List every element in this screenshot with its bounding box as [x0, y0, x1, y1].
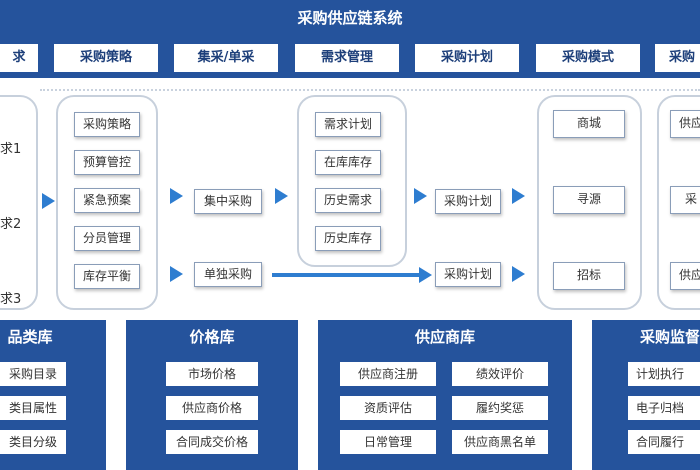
bypass-flow-line [272, 273, 422, 277]
flow-arrow-icon [42, 193, 55, 209]
monitor-library-title: 采购监督 [640, 328, 700, 346]
stage-demand-management: 需求管理 [295, 44, 399, 72]
monitor-library-item-3: 合同履行 [628, 430, 700, 454]
supplier-library-item-1: 供应商注册 [340, 362, 436, 386]
flow-arrow-icon [419, 267, 432, 283]
demand-item-4: 历史库存 [315, 226, 381, 251]
demand-item-1: 需求计划 [315, 112, 381, 137]
monitor-library-item-2: 电子归档 [628, 396, 700, 420]
mode-item-tender: 招标 [553, 262, 625, 290]
right-item-3: 供应 [670, 262, 700, 290]
supplier-library-item-4: 履约奖惩 [452, 396, 548, 420]
single-purchase-box: 单独采购 [194, 262, 262, 287]
product-library-title: 品类库 [7, 328, 53, 346]
flow-arrow-icon [275, 188, 288, 204]
price-library-item-1: 市场价格 [166, 362, 258, 386]
requirement-3: 求3 [0, 292, 22, 307]
strategy-item-2: 预算管控 [74, 150, 140, 175]
price-library-item-2: 供应商价格 [166, 396, 258, 420]
flow-arrow-icon [170, 188, 183, 204]
mode-item-mall: 商城 [553, 110, 625, 138]
stage-centralized-single: 集采/单采 [174, 44, 278, 72]
requirements-panel [0, 95, 38, 310]
strategy-item-5: 库存平衡 [74, 264, 140, 289]
flow-arrow-icon [512, 266, 525, 282]
right-item-1: 供应 [670, 110, 700, 138]
flow-arrow-icon [512, 188, 525, 204]
monitor-library-item-1: 计划执行 [628, 362, 700, 386]
centralized-purchase-box: 集中采购 [194, 189, 262, 214]
product-library-item-1: 采购目录 [0, 362, 66, 386]
strategy-item-1: 采购策略 [74, 112, 140, 137]
purchase-plan-box-1: 采购计划 [435, 189, 501, 214]
supplier-library-title: 供应商库 [414, 328, 475, 346]
supplier-library-item-5: 日常管理 [340, 430, 436, 454]
requirement-2: 求2 [0, 217, 22, 232]
requirement-1: 求1 [0, 142, 22, 157]
stage-strategy: 采购策略 [54, 44, 158, 72]
product-library-item-3: 类目分级 [0, 430, 66, 454]
product-library-item-2: 类目属性 [0, 396, 66, 420]
price-library-title: 价格库 [189, 328, 235, 346]
strategy-item-4: 分员管理 [74, 226, 140, 251]
right-item-2: 采 [670, 186, 700, 214]
supplier-library-item-2: 绩效评价 [452, 362, 548, 386]
stage-purchase-mode: 采购模式 [536, 44, 640, 72]
flow-arrow-icon [170, 266, 183, 282]
flow-arrow-icon [414, 188, 427, 204]
page-title: 采购供应链系统 [0, 0, 700, 36]
dashed-separator [40, 89, 700, 91]
demand-item-3: 历史需求 [315, 188, 381, 213]
purchase-plan-box-2: 采购计划 [435, 262, 501, 287]
stage-purchase-cut: 采购 [655, 44, 700, 72]
stage-purchase-plan: 采购计划 [415, 44, 519, 72]
price-library-item-3: 合同成交价格 [166, 430, 258, 454]
demand-item-2: 在库库存 [315, 150, 381, 175]
stage-requirements: 求 [0, 44, 38, 72]
mode-item-sourcing: 寻源 [553, 186, 625, 214]
supplier-library-item-3: 资质评估 [340, 396, 436, 420]
strategy-item-3: 紧急预案 [74, 188, 140, 213]
supplier-library-item-6: 供应商黑名单 [452, 430, 548, 454]
